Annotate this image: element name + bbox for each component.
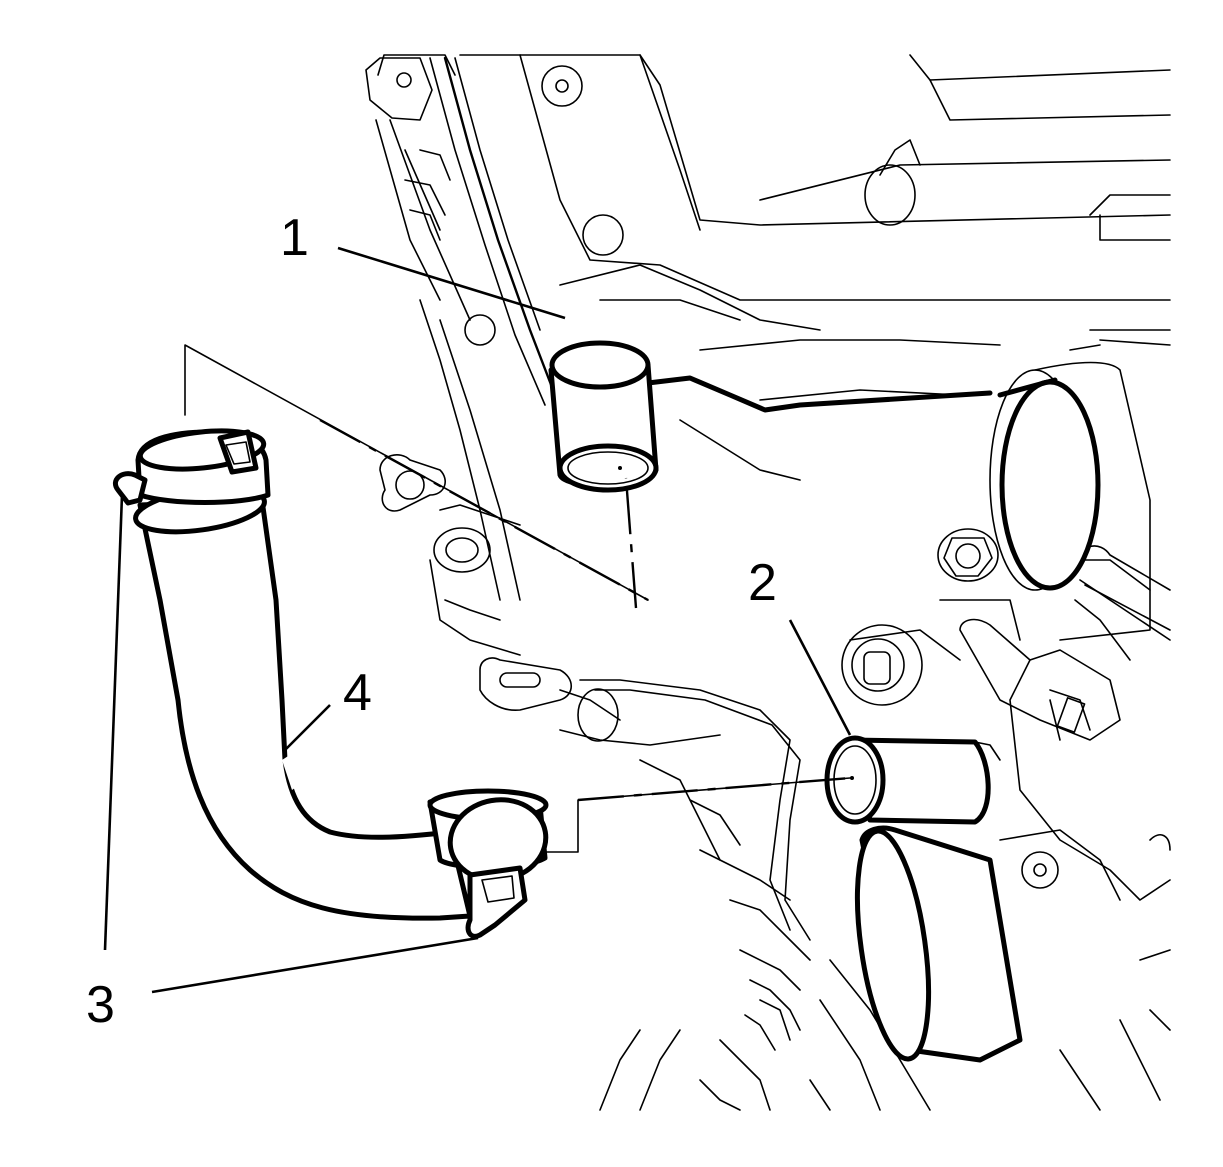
callout-labels: 1 2 3 4 [86, 209, 777, 1034]
assembly-guide-lines [184, 344, 851, 853]
engine-background-linework [365, 54, 1171, 1111]
leader-2 [788, 619, 852, 736]
leader-3-lower [151, 936, 479, 994]
lower-right-pipe-bold [854, 825, 1023, 1063]
leader-4 [284, 704, 331, 751]
callout-2: 2 [748, 554, 777, 612]
hose-clamp-lower [427, 788, 549, 939]
pipe-fitting-1 [548, 340, 659, 493]
callout-1: 1 [280, 209, 309, 267]
leader-1 [337, 246, 566, 320]
pipe-fitting-2 [824, 735, 1001, 825]
coolant-hose [112, 428, 549, 939]
callout-leaders [103, 246, 852, 994]
hose-clamp-upper [112, 428, 271, 535]
callout-3: 3 [86, 976, 115, 1034]
coolant-pipe-bold-outline [645, 375, 1101, 591]
leader-3-upper [103, 494, 124, 951]
callout-4: 4 [343, 664, 372, 722]
